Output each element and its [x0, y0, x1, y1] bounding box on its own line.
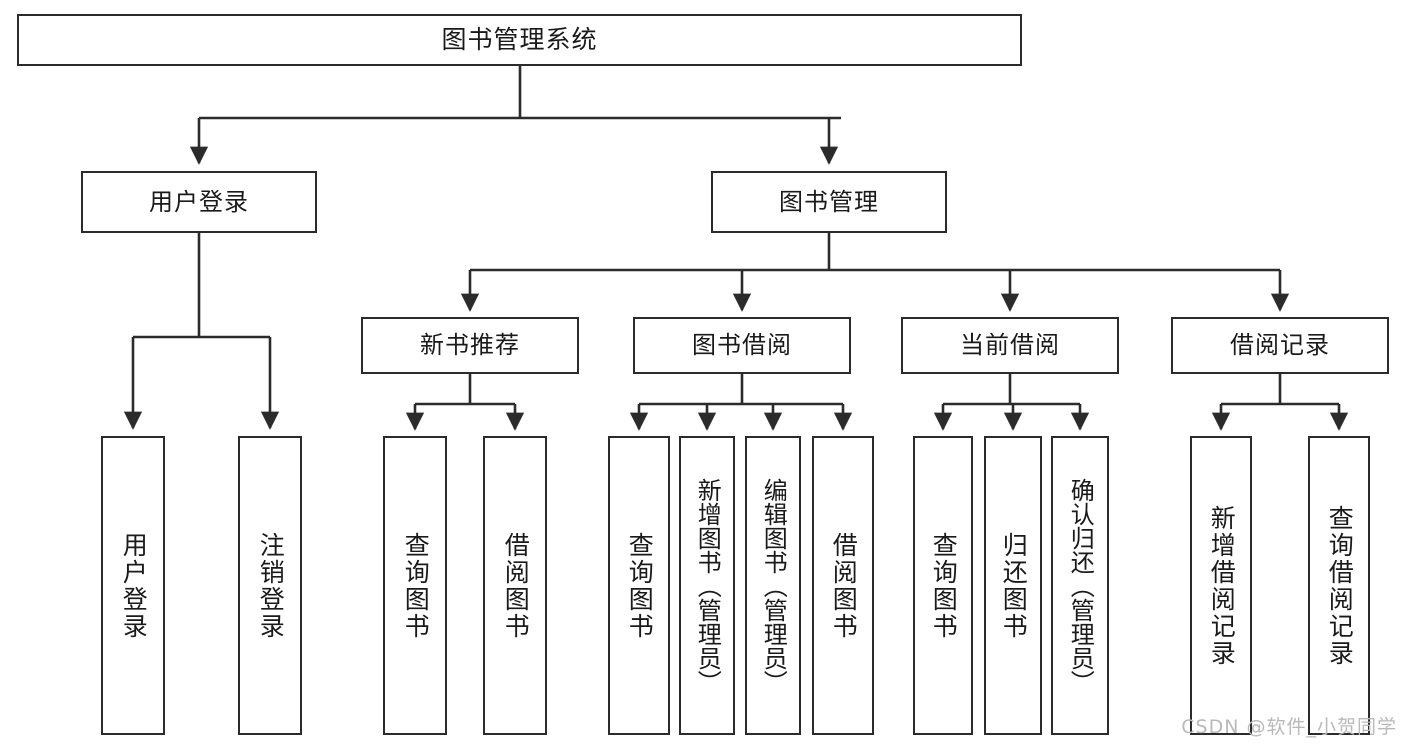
node-level2-current-borrow[interactable]: 当前借阅 [901, 317, 1119, 374]
node-leaf-confirm-return-admin[interactable]: 确认归还（管理员） [1051, 436, 1109, 735]
node-label: 新增借阅记录 [1207, 504, 1237, 667]
node-leaf-user-login[interactable]: 用户登录 [101, 436, 165, 735]
node-label: 当前借阅 [960, 331, 1060, 360]
node-label: 编辑图书（管理员） [759, 477, 788, 694]
node-leaf-borrow-book[interactable]: 借阅图书 [812, 436, 874, 735]
node-level2-new-book-recommend[interactable]: 新书推荐 [361, 317, 579, 374]
node-label: 借阅记录 [1230, 331, 1330, 360]
csdn-watermark: CSDN @软件_小贺同学 [1181, 716, 1397, 738]
node-level1-user-login[interactable]: 用户登录 [81, 171, 317, 233]
node-label: 查询图书 [929, 531, 959, 640]
node-leaf-logout[interactable]: 注销登录 [238, 436, 302, 735]
node-root[interactable]: 图书管理系统 [17, 14, 1022, 66]
node-label: 新增图书（管理员） [693, 477, 722, 694]
node-label: 新书推荐 [420, 331, 520, 360]
node-level2-borrow-record[interactable]: 借阅记录 [1171, 317, 1389, 374]
node-label: 图书管理 [779, 187, 879, 216]
node-level1-book-management[interactable]: 图书管理 [711, 171, 947, 233]
node-label: 查询图书 [625, 531, 655, 640]
node-leaf-query-book-current[interactable]: 查询图书 [913, 436, 973, 735]
node-leaf-query-borrow-record[interactable]: 查询借阅记录 [1308, 436, 1370, 735]
node-label: 借阅图书 [829, 531, 859, 640]
node-level2-book-borrow[interactable]: 图书借阅 [633, 317, 851, 374]
node-label: 图书管理系统 [441, 25, 598, 55]
node-leaf-query-book-borrow[interactable]: 查询图书 [608, 436, 670, 735]
node-label: 图书借阅 [692, 331, 792, 360]
node-label: 借阅图书 [501, 531, 531, 640]
node-label: 查询图书 [401, 531, 431, 640]
node-label: 归还图书 [999, 531, 1029, 640]
node-label: 查询借阅记录 [1325, 504, 1355, 667]
node-label: 注销登录 [256, 531, 286, 640]
node-leaf-add-book-admin[interactable]: 新增图书（管理员） [679, 436, 735, 735]
node-leaf-edit-book-admin[interactable]: 编辑图书（管理员） [745, 436, 801, 735]
node-leaf-borrow-book-rec[interactable]: 借阅图书 [483, 436, 547, 735]
node-label: 确认归还（管理员） [1066, 477, 1095, 694]
node-leaf-query-book-rec[interactable]: 查询图书 [383, 436, 447, 735]
node-label: 用户登录 [119, 531, 149, 640]
node-leaf-return-book[interactable]: 归还图书 [984, 436, 1042, 735]
node-leaf-add-borrow-record[interactable]: 新增借阅记录 [1190, 436, 1252, 735]
node-label: 用户登录 [149, 187, 249, 216]
